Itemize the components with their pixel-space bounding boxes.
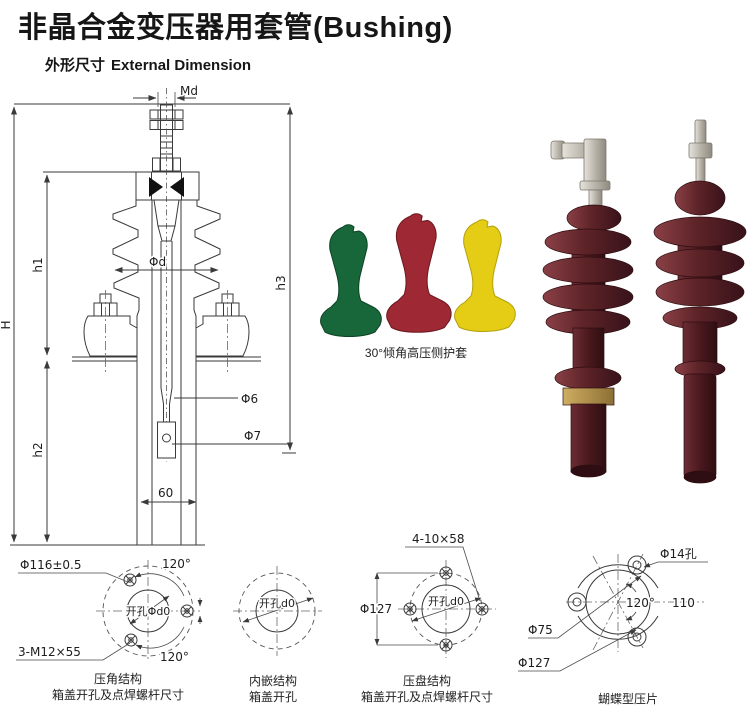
covers-caption: 30°倾角高压侧护套 bbox=[364, 346, 468, 360]
bushing-section-drawing: Md H h1 h2 h3 Φd Φ6 Φ7 60 bbox=[0, 83, 296, 546]
mounting-clamp-right bbox=[195, 290, 261, 374]
label-phi127: Φ127 bbox=[360, 602, 392, 616]
caption-plate-line2: 箱盖开孔及点焊螺杆尺寸 bbox=[360, 690, 493, 704]
bushing-photo-elbow bbox=[542, 138, 634, 478]
dim-phi6: Φ6 bbox=[241, 392, 258, 406]
butterfly-clip-drawing: 120° 110 Φ14孔 Φ75 Φ127 bbox=[517, 546, 708, 672]
flange-drawing-plate: Φ127 4-10×58 开孔d0 bbox=[358, 531, 496, 658]
dim-md: Md bbox=[180, 84, 198, 98]
label-110: 110 bbox=[672, 596, 695, 610]
label-4-10x58: 4-10×58 bbox=[412, 532, 465, 546]
label-hole-d0: 开孔Φd0 bbox=[126, 605, 171, 618]
protective-covers-photo bbox=[320, 213, 516, 337]
section-subtitle: 外形尺寸 External Dimension bbox=[45, 54, 251, 75]
flange-drawing-corner: Φ116±0.5 120° 开孔Φd0 3-M12×55 120° bbox=[16, 556, 203, 666]
dim-phi-d: Φd bbox=[149, 255, 166, 269]
caption-embedded-line1: 内嵌结构 bbox=[248, 674, 297, 688]
label-hole-d0-3: 开孔d0 bbox=[428, 595, 464, 608]
caption-embedded-structure: 内嵌结构 箱盖开孔 bbox=[206, 673, 340, 705]
bushing-photos bbox=[542, 119, 747, 484]
dim-60: 60 bbox=[158, 486, 173, 500]
caption-corner-line2: 箱盖开孔及点焊螺杆尺寸 bbox=[51, 688, 184, 702]
flange-drawing-embedded: 开孔d0 bbox=[233, 566, 322, 656]
dim-h2: h2 bbox=[31, 442, 45, 457]
cover-green bbox=[320, 224, 382, 337]
label-3m12: 3-M12×55 bbox=[18, 645, 81, 659]
caption-butterfly-line1: 蝴蝶型压片 bbox=[597, 692, 658, 706]
dim-phi7: Φ7 bbox=[244, 429, 261, 443]
dim-h3: h3 bbox=[274, 275, 288, 290]
subtitle-zh: 外形尺寸 bbox=[45, 57, 106, 74]
label-phi14: Φ14孔 bbox=[660, 547, 697, 561]
bushing-photo-straight bbox=[653, 119, 747, 484]
mounting-clamp-left bbox=[72, 290, 138, 374]
caption-corner-structure: 压角结构 箱盖开孔及点焊螺杆尺寸 bbox=[38, 671, 198, 703]
caption-butterfly-clip: 蝴蝶型压片 bbox=[563, 691, 693, 707]
label-angle-top: 120° bbox=[162, 557, 191, 571]
caption-plate-line1: 压盘结构 bbox=[402, 674, 451, 688]
dim-h1: h1 bbox=[31, 257, 45, 272]
dim-H: H bbox=[0, 320, 13, 329]
label-angle-120: 120° bbox=[626, 596, 655, 610]
label-hole-d0-2: 开孔d0 bbox=[259, 597, 295, 610]
cover-red bbox=[386, 213, 452, 333]
label-phi116: Φ116±0.5 bbox=[20, 558, 82, 572]
label-phi75: Φ75 bbox=[528, 623, 553, 637]
cover-yellow bbox=[454, 219, 516, 332]
caption-corner-line1: 压角结构 bbox=[93, 672, 142, 686]
label-phi127-2: Φ127 bbox=[518, 656, 550, 670]
label-angle-bottom: 120° bbox=[160, 650, 189, 664]
subtitle-en: External Dimension bbox=[111, 57, 252, 74]
page-title: 非晶合金变压器用套管(Bushing) bbox=[18, 12, 453, 44]
caption-embedded-line2: 箱盖开孔 bbox=[248, 690, 297, 704]
caption-plate-structure: 压盘结构 箱盖开孔及点焊螺杆尺寸 bbox=[337, 673, 517, 705]
